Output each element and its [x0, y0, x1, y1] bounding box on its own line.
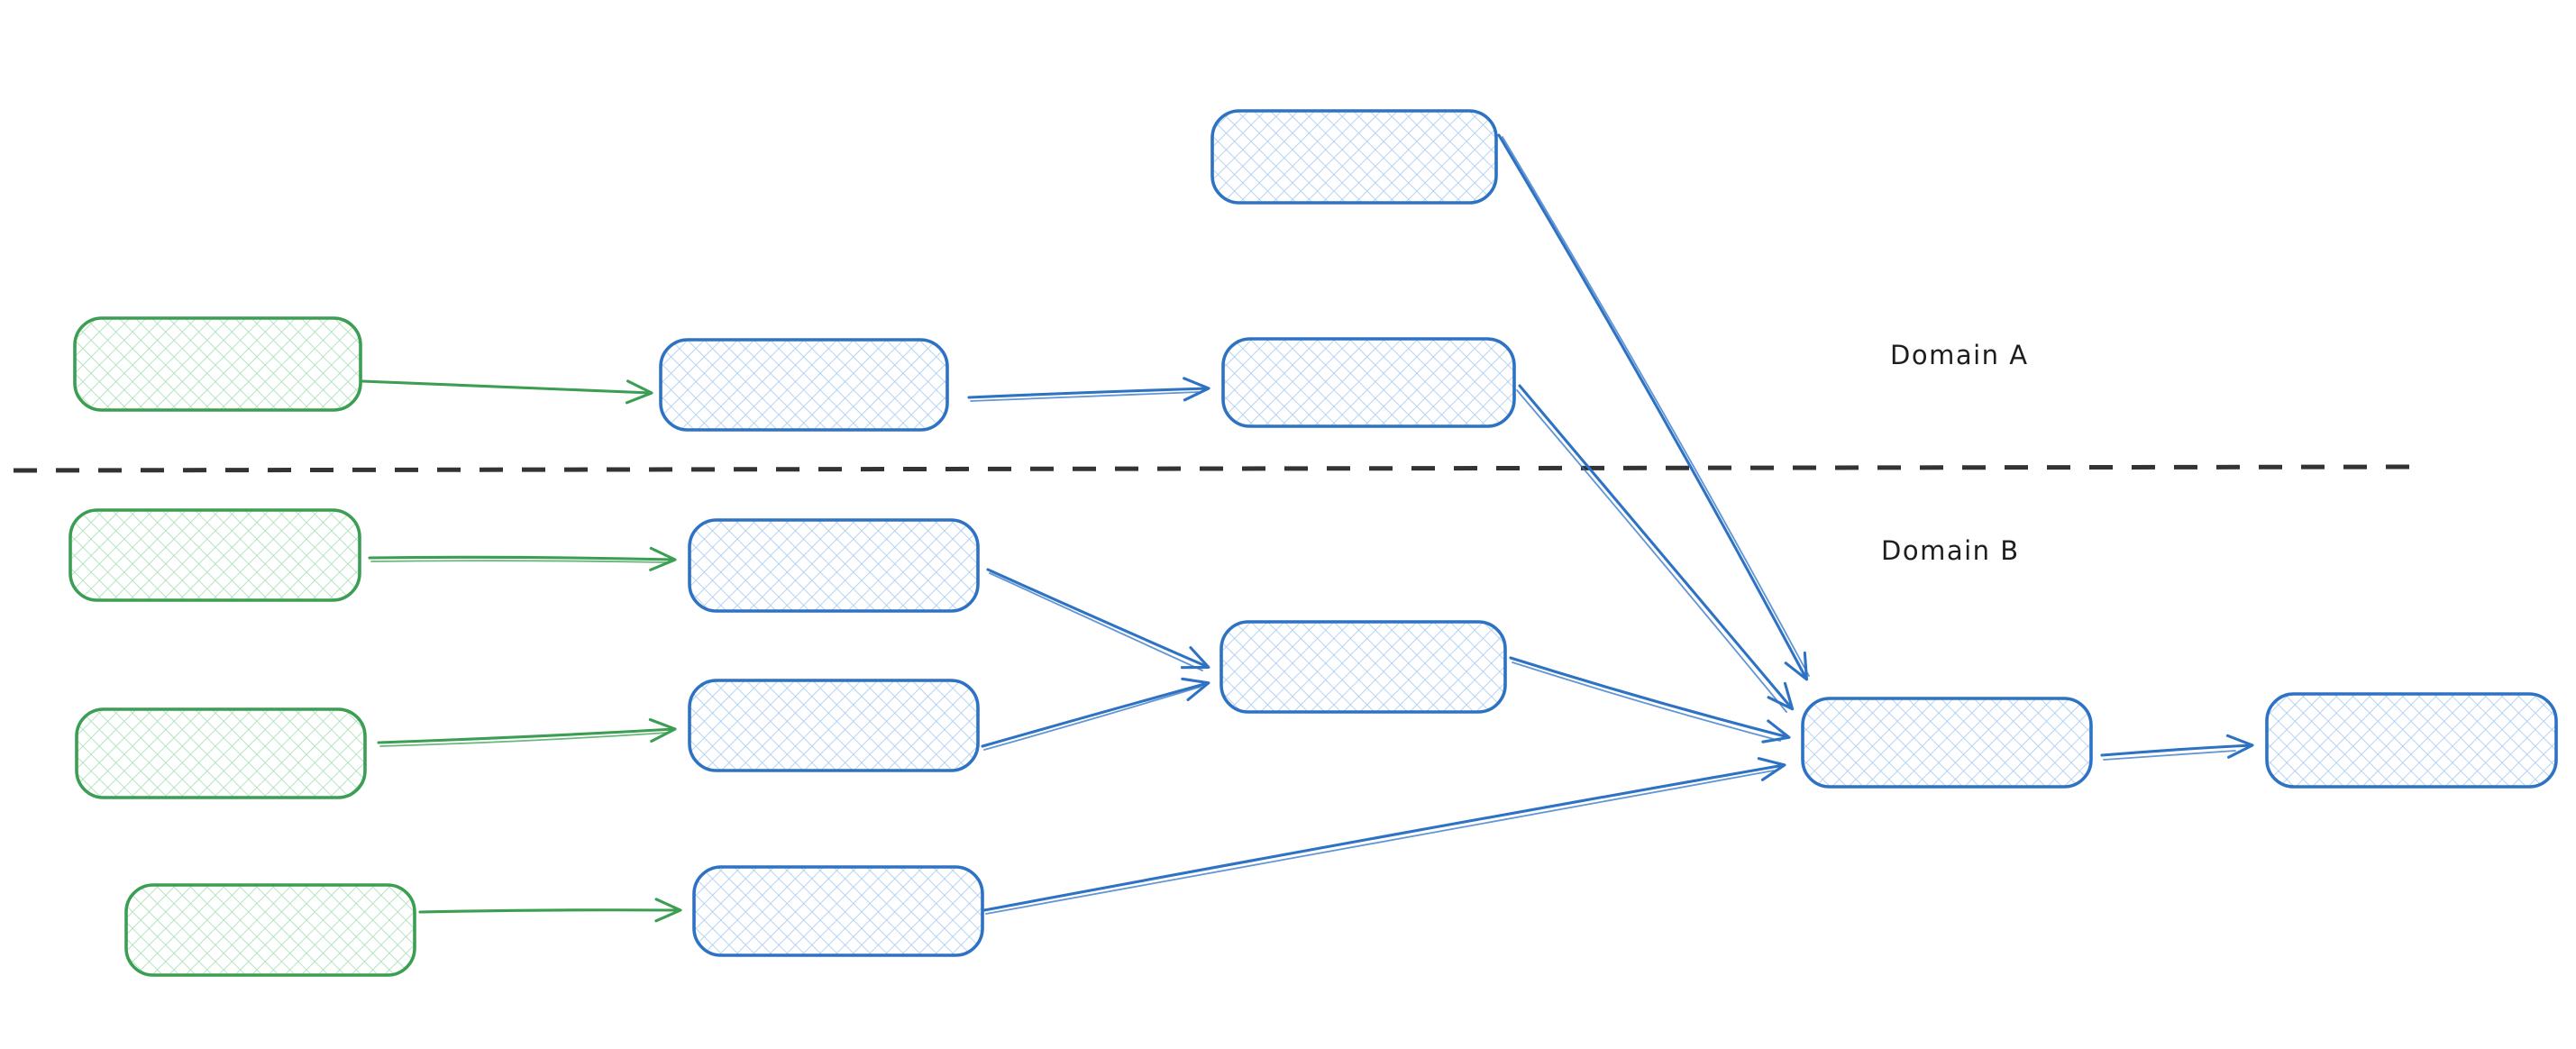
edge-b-merge-to-cross-merge[interactable]	[1509, 656, 1791, 743]
node-domain-a-stage1-blue[interactable]	[659, 338, 949, 432]
domain-divider-dashed-line[interactable]	[13, 464, 2412, 473]
edge-b-input3-to-b-stage3[interactable]	[418, 898, 682, 923]
edge-a-top-to-cross-merge[interactable]	[1497, 133, 1809, 681]
edge-a-stage1-to-a-stage2[interactable]	[967, 377, 1210, 402]
edge-b-input2-overdraw	[379, 732, 668, 747]
node-domain-b-stage3-blue[interactable]	[692, 865, 984, 957]
edge-cross-merge-overdraw	[2103, 750, 2236, 761]
edge-cross-merge-to-final[interactable]	[2100, 734, 2254, 759]
node-final-output-blue[interactable]	[2265, 692, 2558, 789]
edge-b-stage3-overdraw	[985, 770, 1775, 915]
edge-b-input2-to-b-stage2[interactable]	[377, 717, 677, 744]
edge-b-stage2-to-b-merge[interactable]	[981, 677, 1210, 748]
domain-b-label[interactable]: Domain B	[1881, 535, 2020, 566]
node-domain-b-input2-green[interactable]	[75, 707, 367, 799]
edge-b-input1-to-b-stage1[interactable]	[368, 546, 677, 571]
node-domain-a-input-green[interactable]	[73, 316, 362, 412]
edge-a-top-overdraw	[1502, 136, 1810, 677]
edge-b-stage1-overdraw	[989, 572, 1203, 671]
node-cross-domain-merge-blue[interactable]	[1801, 697, 2093, 789]
edge-b-merge-overdraw	[1512, 661, 1781, 742]
domain-a-label[interactable]: Domain A	[1890, 340, 2029, 370]
node-domain-a-top-blue[interactable]	[1210, 109, 1498, 205]
node-domain-b-input3-green[interactable]	[124, 883, 416, 977]
node-domain-b-stage1-blue[interactable]	[688, 518, 980, 613]
edge-a-stage2-overdraw	[1516, 389, 1787, 713]
edge-a-stage1-overdraw	[970, 391, 1200, 402]
edge-b-stage1-to-b-merge[interactable]	[986, 568, 1210, 670]
edge-a-input-to-a-stage1[interactable]	[361, 379, 653, 405]
edge-b-stage3-to-cross-merge[interactable]	[982, 757, 1786, 912]
edge-b-input1-overdraw	[370, 560, 668, 563]
node-domain-b-stage2-blue[interactable]	[688, 679, 980, 772]
node-domain-a-stage2-blue[interactable]	[1221, 337, 1516, 428]
edge-a-stage2-to-cross-merge[interactable]	[1518, 384, 1795, 711]
node-domain-b-input1-green[interactable]	[69, 508, 361, 602]
edge-b-stage2-overdraw	[983, 686, 1201, 751]
node-domain-b-merge-blue[interactable]	[1219, 620, 1507, 714]
